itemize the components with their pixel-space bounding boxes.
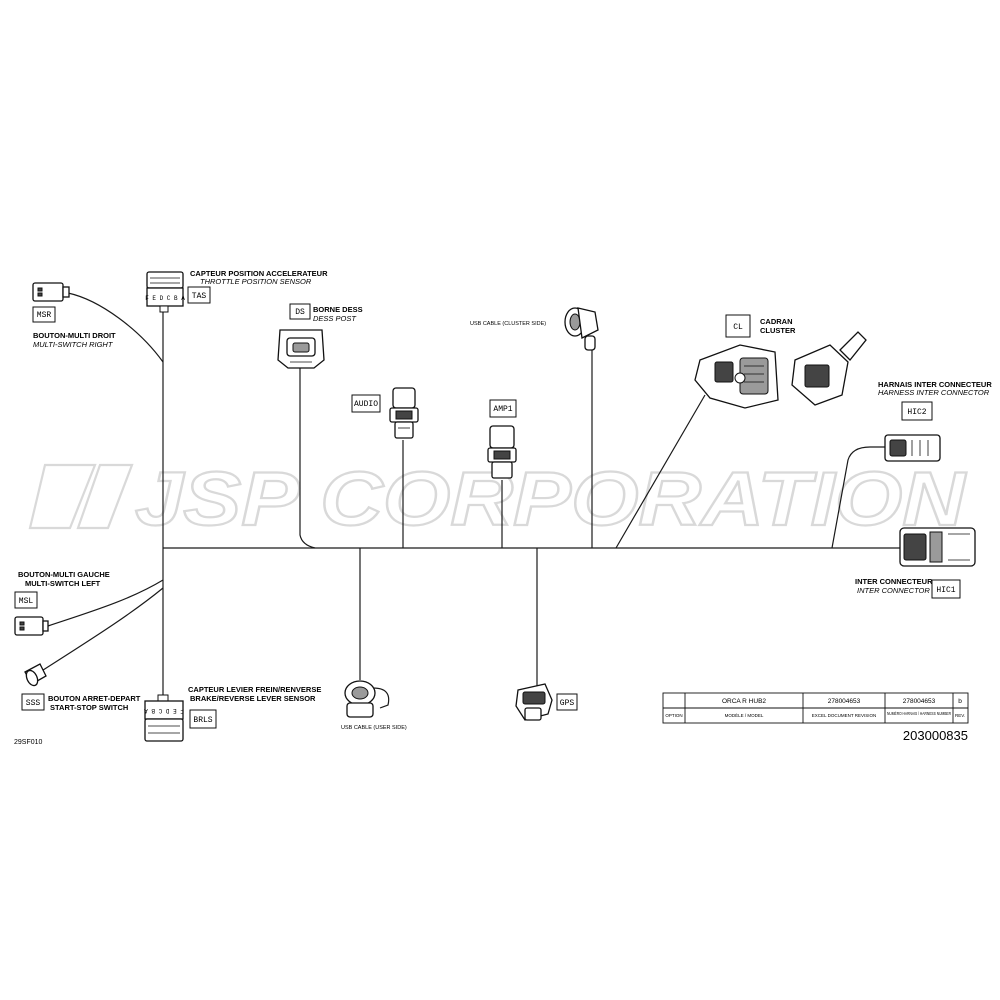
msl-label-en: MULTI-SWITCH LEFT	[25, 579, 101, 588]
info-harness-number: 278004653	[903, 698, 936, 705]
ds-label-fr: BORNE DESS	[313, 305, 363, 314]
audio-plug-icon	[389, 387, 419, 439]
watermark: JSP CORPORATION	[28, 456, 969, 543]
cl-tag: CL	[733, 323, 743, 332]
ds-label-en: DESS POST	[313, 314, 357, 323]
brls-plug-icon	[144, 694, 184, 742]
watermark-logo-icon	[28, 463, 134, 530]
info-head-model: MODÈLE / MODEL	[725, 712, 764, 718]
connector-sss: SSS BOUTON ARRET-DEPART START-STOP SWITC…	[21, 663, 141, 712]
part-number: 203000835	[903, 728, 968, 743]
tas-plug-icon	[146, 271, 184, 313]
amp1-tag: AMP1	[493, 405, 512, 414]
info-table: ORCA R HUB2 278004653 278004653 b OPTION…	[662, 692, 969, 724]
hic1-tag: HIC1	[936, 586, 955, 595]
connector-hic2: HARNAIS INTER CONNECTEUR HARNESS INTER C…	[878, 380, 992, 462]
ds-plug-icon	[277, 329, 325, 369]
ds-tag: DS	[295, 308, 305, 317]
sss-label-fr: BOUTON ARRET-DEPART	[48, 694, 141, 703]
connector-gps: GPS	[515, 683, 578, 721]
cl-plug-icon	[694, 344, 779, 409]
info-head-excel: EXCEL DOCUMENT REVISION	[812, 713, 877, 718]
info-head-option: OPTION	[665, 713, 682, 718]
hic2-plug-icon	[884, 434, 941, 462]
connector-usb-cluster: USB CABLE (CLUSTER SIDE)	[470, 307, 599, 351]
brls-label-en: BRAKE/REVERSE LEVER SENSOR	[190, 694, 316, 703]
msr-label-en: MULTI-SWITCH RIGHT	[33, 340, 114, 349]
msl-label-fr: BOUTON-MULTI GAUCHE	[18, 570, 110, 579]
msr-plug-icon	[32, 282, 70, 302]
usb-cluster-plug-icon	[564, 307, 599, 351]
tas-tag: TAS	[192, 292, 207, 301]
gps-tag: GPS	[560, 699, 575, 708]
drawing-code: 29SF010	[14, 739, 43, 746]
watermark-text: JSP CORPORATION	[135, 457, 967, 542]
hic2-label-en: HARNESS INTER CONNECTOR	[878, 388, 990, 397]
hic1-label-en: INTER CONNECTOR	[857, 586, 930, 595]
msr-label-fr: BOUTON-MULTI DROIT	[33, 331, 116, 340]
connector-amp1: AMP1	[487, 399, 517, 479]
connector-msl: BOUTON-MULTI GAUCHE MULTI-SWITCH LEFT MS…	[14, 570, 110, 636]
connector-hic1: INTER CONNECTEUR INTER CONNECTOR HIC1	[855, 527, 976, 599]
connector-ds: DS BORNE DESS DESS POST	[277, 303, 363, 369]
msr-tag: MSR	[37, 311, 52, 320]
usb-cluster-label: USB CABLE (CLUSTER SIDE)	[470, 321, 546, 327]
hic2-tag: HIC2	[907, 408, 926, 417]
cl-mating-plug-icon	[791, 331, 867, 406]
brls-label-fr: CAPTEUR LEVIER FREIN/RENVERSE	[188, 685, 321, 694]
msl-tag: MSL	[19, 597, 34, 606]
cl-label-en: CLUSTER	[760, 326, 796, 335]
connector-msr: MSR BOUTON-MULTI DROIT MULTI-SWITCH RIGH…	[32, 282, 116, 349]
info-rev: b	[958, 698, 962, 705]
sss-tag: SSS	[26, 699, 41, 708]
info-model: ORCA R HUB2	[722, 698, 766, 705]
hic1-label-fr: INTER CONNECTEUR	[855, 577, 933, 586]
brls-tag: BRLS	[193, 716, 212, 725]
info-excel-revision: 278004653	[828, 698, 861, 705]
hic2-label-fr: HARNAIS INTER CONNECTEUR	[878, 380, 992, 389]
connector-tas: F E D C B A TAS CAPTEUR POSITION ACCELER…	[145, 269, 328, 313]
connector-audio: AUDIO	[351, 387, 419, 439]
gps-plug-icon	[515, 683, 553, 721]
usb-user-plug-icon	[344, 680, 390, 718]
msl-plug-icon	[14, 616, 49, 636]
tas-pins: F E D C B A	[145, 295, 185, 302]
sss-label-en: START-STOP SWITCH	[50, 703, 128, 712]
info-head-harness: NUMÉRO HARNAIS / HARNESS NUMBER	[887, 710, 952, 716]
usb-user-label: USB CABLE (USER SIDE)	[341, 725, 407, 731]
hic1-plug-icon	[899, 527, 976, 567]
amp1-plug-icon	[487, 425, 517, 479]
tas-label-fr: CAPTEUR POSITION ACCELERATEUR	[190, 269, 328, 278]
cl-label-fr: CADRAN	[760, 317, 793, 326]
audio-tag: AUDIO	[354, 400, 378, 409]
connector-cl: CL CADRAN CLUSTER	[694, 314, 867, 409]
connector-usb-user: USB CABLE (USER SIDE)	[341, 680, 407, 731]
info-head-rev: REV.	[955, 713, 965, 718]
harness-wires	[39, 292, 905, 705]
sss-plug-icon	[24, 663, 47, 687]
connector-brls: F E D C B A CAPTEUR LEVIER FREIN/RENVERS…	[144, 685, 321, 742]
brls-pins: F E D C B A	[144, 707, 184, 714]
tas-label-en: THROTTLE POSITION SENSOR	[200, 277, 312, 286]
